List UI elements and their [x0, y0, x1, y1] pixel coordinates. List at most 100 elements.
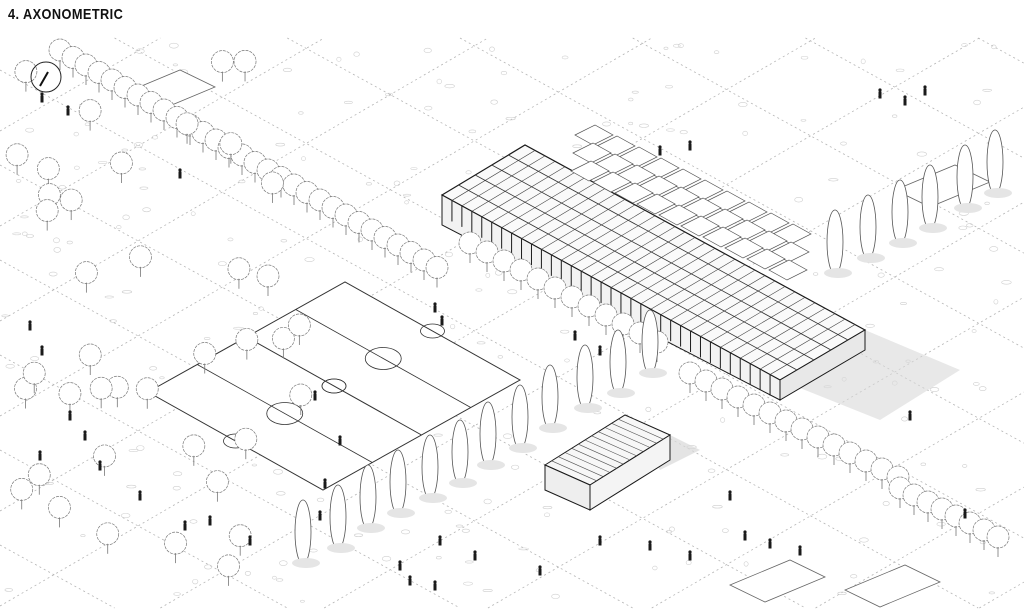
person-figure: [138, 493, 142, 501]
pavilion-rafter: [551, 460, 597, 482]
ground-mark: [66, 240, 73, 245]
grid-line: [0, 37, 489, 322]
ground-mark: [252, 311, 258, 315]
person-figure: [440, 318, 444, 326]
person-head: [598, 535, 602, 539]
ground-mark: [652, 565, 658, 571]
ground-mark: [934, 267, 944, 272]
ground-mark: [840, 141, 847, 146]
person-head: [98, 460, 102, 464]
ground-mark: [631, 90, 639, 94]
grid-line: [459, 37, 1024, 349]
greenhouse-rafter: [759, 318, 846, 370]
ground-mark: [989, 246, 999, 252]
greenhouse-rafter: [571, 215, 656, 266]
ground-mark: [435, 556, 442, 560]
person-head: [658, 145, 662, 149]
deciduous-tree: [78, 343, 102, 367]
deciduous-tree: [256, 264, 280, 288]
ground-mark: [971, 329, 977, 333]
ground-mark: [169, 42, 179, 49]
greenhouse-rafter: [471, 161, 556, 212]
deciduous-tree: [58, 382, 82, 405]
person-head: [66, 105, 70, 109]
person-figure: [598, 348, 602, 356]
ground-mark: [336, 56, 342, 62]
ground-mark: [564, 358, 570, 363]
person-head: [248, 535, 252, 539]
ground-mark: [25, 234, 35, 238]
center-circle: [364, 347, 402, 370]
ground-mark: [275, 578, 284, 582]
grid-line: [977, 37, 1024, 64]
planting-bed: [680, 215, 720, 237]
planting-bed: [572, 142, 612, 164]
ground-mark: [385, 92, 393, 97]
ground-mark: [275, 142, 286, 147]
person-head: [83, 430, 87, 434]
ground-mark: [720, 417, 726, 423]
person-figure: [318, 513, 322, 521]
ground-mark: [401, 529, 411, 535]
ground-mark: [104, 295, 114, 299]
ground-mark: [189, 519, 198, 524]
grid-line: [0, 37, 161, 132]
pavilion-rafter: [584, 439, 631, 461]
person-head: [538, 565, 542, 569]
greenhouse-rafter: [660, 264, 746, 315]
deciduous-tree: [93, 444, 116, 468]
planting-bed: [570, 160, 610, 182]
shed: [894, 164, 991, 208]
ground-mark: [121, 290, 133, 294]
person-figure: [178, 171, 182, 179]
ground-mark: [233, 326, 244, 330]
grid-line: [0, 164, 806, 609]
tree-shadow: [292, 558, 320, 568]
person-figure: [28, 323, 32, 331]
ground-mark: [712, 505, 723, 509]
cypress-tree: [359, 464, 377, 530]
greenhouse-rafter: [769, 324, 856, 375]
ground-mark: [15, 179, 22, 183]
ground-mark: [244, 571, 251, 576]
deciduous-tree: [164, 531, 187, 555]
ground-mark: [5, 364, 15, 369]
planting-bed: [614, 182, 654, 204]
ground-mark: [482, 588, 493, 592]
person-head: [908, 410, 912, 414]
ground-mark: [738, 102, 748, 108]
grid-line: [487, 296, 1024, 609]
ground-mark: [865, 323, 875, 328]
ground-mark: [272, 575, 277, 580]
ground-mark: [543, 512, 551, 517]
cypress-tree: [891, 179, 909, 245]
person-figure: [963, 511, 967, 519]
person-figure: [438, 538, 442, 546]
ground-mark: [900, 302, 907, 305]
ground-mark: [301, 156, 306, 161]
greenhouse-rafter: [740, 307, 826, 359]
person-figure: [688, 553, 692, 561]
ground-mark: [424, 105, 433, 111]
deciduous-tree: [235, 328, 259, 351]
person-head: [598, 345, 602, 349]
cypress-tree: [389, 449, 407, 515]
ground-mark: [238, 179, 246, 184]
ground-mark: [936, 521, 946, 527]
greenhouse-rafter: [501, 177, 586, 228]
person-figure: [903, 98, 907, 106]
ground-mark: [483, 498, 492, 505]
planting-bed: [574, 124, 614, 146]
goal-area: [420, 323, 445, 339]
ground-mark: [743, 561, 749, 567]
deciduous-tree: [289, 383, 313, 407]
person-figure: [66, 108, 70, 116]
ground-mark: [572, 144, 582, 148]
deciduous-tree: [234, 427, 258, 451]
ground-mark: [151, 135, 159, 140]
ground-mark: [353, 533, 364, 537]
ground-mark: [463, 581, 473, 586]
person-head: [473, 550, 477, 554]
deciduous-tree: [75, 261, 98, 284]
person-figure: [323, 481, 327, 489]
